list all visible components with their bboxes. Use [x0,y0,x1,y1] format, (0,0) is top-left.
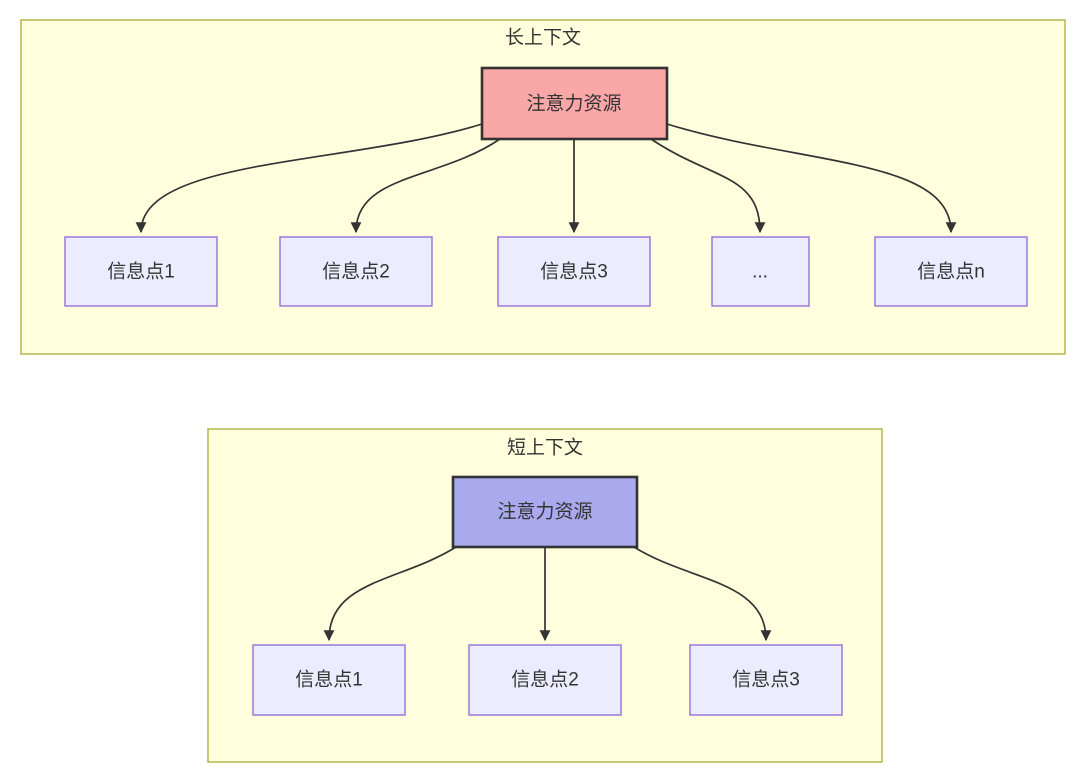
edge-long-attention-to-info2 [350,138,501,234]
cluster-long-context-title: 长上下文 [505,27,581,49]
edge-short-attention-to-info3 [633,546,772,642]
node-long-info2-rect [279,236,433,307]
node-short-info2: 信息点2 [468,644,622,716]
node-long-info2: 信息点2 [279,236,433,307]
node-short-info3: 信息点3 [689,644,843,716]
node-short-info3-label: 信息点3 [732,669,800,691]
edge-long-attention-to-infon [666,123,957,234]
node-long-dots-rect [711,236,810,307]
node-long-infon-label: 信息点n [917,261,985,283]
node-long-infon: 信息点n [874,236,1028,307]
edge-long-attention-to-info1 [135,123,483,234]
node-long-attention-rect [480,66,669,141]
node-long-info1-rect [64,236,218,307]
node-long-info1-label: 信息点1 [107,261,175,283]
node-long-info2-label: 信息点2 [322,261,390,283]
node-short-info1: 信息点1 [252,644,406,716]
edge-long-attention-to-dots [650,138,766,234]
node-short-attention-label: 注意力资源 [497,501,592,523]
node-long-info3-rect [497,236,651,307]
node-long-dots: ... [711,236,810,307]
edge-short-attention-to-info1 [323,546,457,642]
node-long-info3-label: 信息点3 [540,261,608,283]
node-short-info1-label: 信息点1 [295,669,363,691]
cluster-long-context: 长上下文 注意力资源 信息点1 信息点2 信息点3 ... [20,19,1066,355]
node-long-info1: 信息点1 [64,236,218,307]
cluster-short-context: 短上下文 注意力资源 信息点1 信息点2 信息点3 [207,428,883,763]
node-short-attention: 注意力资源 [451,475,639,549]
node-short-info1-rect [252,644,406,716]
node-long-infon-rect [874,236,1028,307]
node-long-attention-label: 注意力资源 [526,93,621,115]
node-long-attention: 注意力资源 [480,66,669,141]
node-long-info3: 信息点3 [497,236,651,307]
node-short-info2-label: 信息点2 [511,669,579,691]
node-long-dots-label: ... [752,262,768,283]
cluster-short-context-title: 短上下文 [507,437,583,459]
node-short-info3-rect [689,644,843,716]
node-short-info2-rect [468,644,622,716]
node-short-attention-rect [451,475,639,549]
